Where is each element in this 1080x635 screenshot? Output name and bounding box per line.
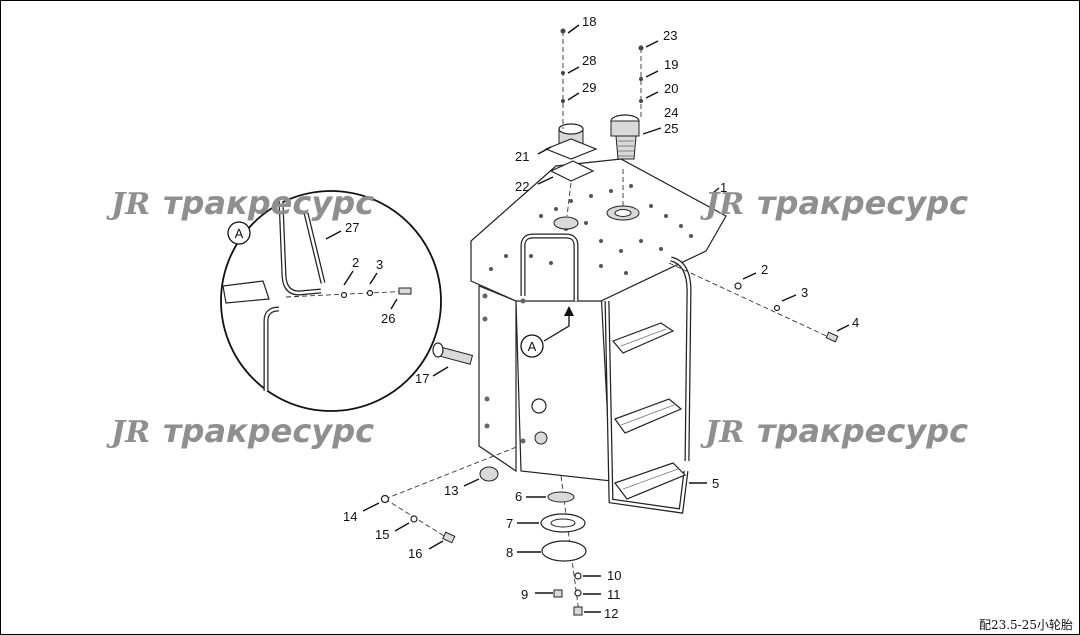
filler-cap-strainer xyxy=(610,114,640,160)
callout-21: 21 xyxy=(515,149,529,164)
detail-pointer-label: A xyxy=(528,339,537,354)
watermark-top-left: JR тракресурс xyxy=(106,184,374,222)
top-cover-holes xyxy=(489,184,693,275)
callout-3: 3 xyxy=(801,285,808,300)
callout-10: 10 xyxy=(607,568,621,583)
watermark-logo: JR xyxy=(106,415,150,450)
callout-15: 15 xyxy=(375,527,389,542)
pin-17 xyxy=(432,342,474,365)
callout-20: 20 xyxy=(664,81,678,96)
watermark-bottom-right: JR тракресурс xyxy=(700,412,968,450)
right-fasteners xyxy=(734,282,839,343)
callout-8: 8 xyxy=(506,545,513,560)
detail-callout-27: 27 xyxy=(345,220,359,235)
plug-13 xyxy=(479,466,499,482)
ladder-step-middle xyxy=(614,398,683,434)
drawing-caption: 配23.5-25小轮胎 xyxy=(978,618,1073,632)
watermark-brand: тракресурс xyxy=(163,412,374,450)
callout-2: 2 xyxy=(761,262,768,277)
callout-6: 6 xyxy=(515,489,522,504)
detail-callout-2: 2 xyxy=(352,255,359,270)
detail-view-a xyxy=(220,190,442,412)
watermark-logo: JR xyxy=(700,415,744,450)
watermark-logo: JR xyxy=(106,187,150,222)
callout-29: 29 xyxy=(582,80,596,95)
inspection-port-lower xyxy=(534,431,548,445)
callout-25: 25 xyxy=(664,121,678,136)
detail-label-a: A xyxy=(235,226,244,241)
detail-callout-26: 26 xyxy=(381,311,395,326)
callout-9: 9 xyxy=(521,587,528,602)
drain-assembly xyxy=(540,491,587,616)
callout-18: 18 xyxy=(582,14,596,29)
callout-28: 28 xyxy=(582,53,596,68)
callout-12: 12 xyxy=(604,606,618,621)
watermark-brand: тракресурс xyxy=(757,412,968,450)
watermark-bottom-left: JR тракресурс xyxy=(106,412,374,450)
callout-17: 17 xyxy=(415,371,429,386)
callout-22: 22 xyxy=(515,179,529,194)
callout-4: 4 xyxy=(852,315,859,330)
callouts: 18 28 29 23 19 20 24 25 21 22 1 2 3 4 5 … xyxy=(325,14,859,621)
detail-pointer-a: A xyxy=(520,306,574,358)
ladder-assembly xyxy=(604,256,692,514)
watermark-top-right: JR тракресурс xyxy=(700,184,968,222)
callout-13: 13 xyxy=(444,483,458,498)
callout-1: 1 xyxy=(720,180,727,195)
callout-19: 19 xyxy=(664,57,678,72)
callout-7: 7 xyxy=(506,516,513,531)
watermark-brand: тракресурс xyxy=(757,184,968,222)
tank-front-face xyxy=(515,290,612,482)
callout-24: 24 xyxy=(664,105,678,120)
ladder-step-bottom xyxy=(614,462,687,500)
callout-14: 14 xyxy=(343,509,357,524)
watermark-brand: тракресурс xyxy=(163,184,374,222)
callout-5: 5 xyxy=(712,476,719,491)
lower-left-fasteners xyxy=(380,494,456,544)
filler-port-left xyxy=(553,216,579,230)
gasket-22 xyxy=(549,160,595,182)
side-bolts xyxy=(482,293,526,444)
callout-11: 11 xyxy=(607,587,621,602)
breather-cap xyxy=(544,123,598,160)
tank-left-side xyxy=(478,285,517,473)
callout-23: 23 xyxy=(663,28,677,43)
detail-label-a-circle: A xyxy=(227,221,251,245)
top-screws xyxy=(560,28,644,103)
watermark-logo: JR xyxy=(700,187,744,222)
callout-16: 16 xyxy=(408,546,422,561)
inspection-port-upper xyxy=(531,398,547,414)
detail-callout-3: 3 xyxy=(376,257,383,272)
